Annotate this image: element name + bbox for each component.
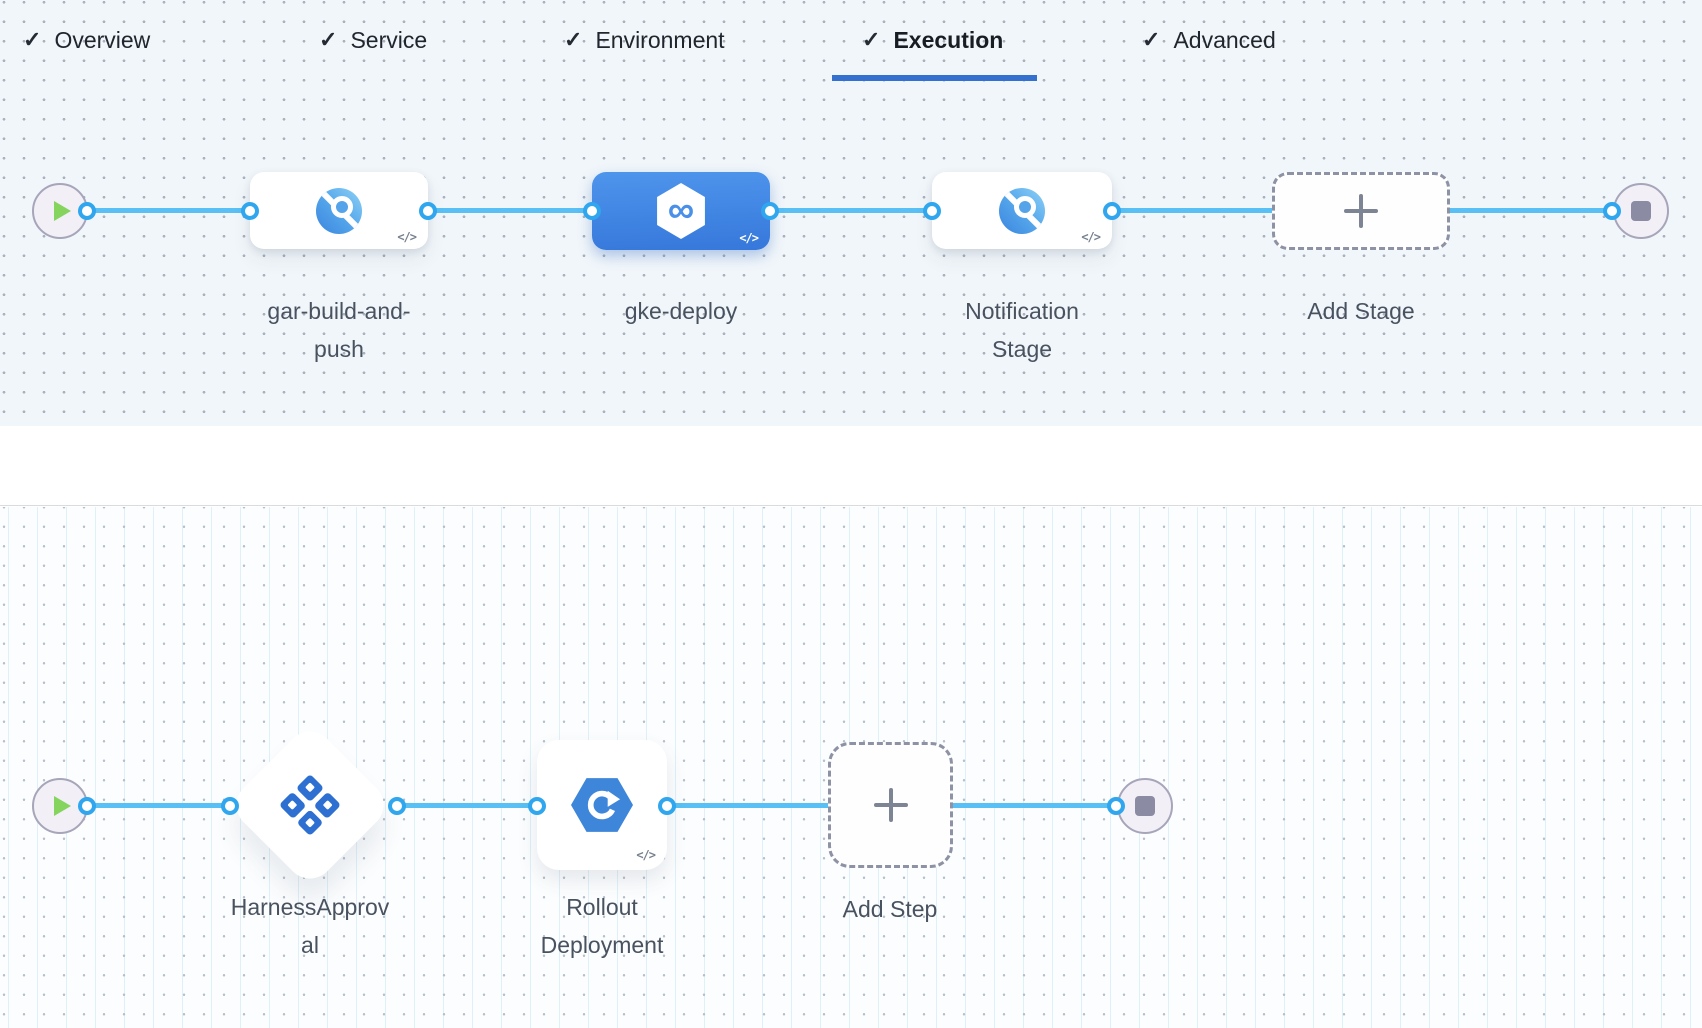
port[interactable] <box>1603 202 1621 220</box>
edge <box>397 803 537 808</box>
port[interactable] <box>761 202 779 220</box>
check-icon: ✓ <box>862 27 881 52</box>
port[interactable] <box>528 797 546 815</box>
port[interactable] <box>658 797 676 815</box>
tab-label: Service <box>350 26 428 53</box>
tab-label: Environment <box>595 26 725 53</box>
stage-label: gar-build-and- push <box>267 298 411 362</box>
stage-label: Notification Stage <box>965 298 1079 362</box>
port[interactable] <box>78 202 96 220</box>
rollout-arrow-icon <box>587 790 621 820</box>
tab-label: Overview <box>54 26 151 53</box>
stage-card-notification-stage[interactable]: </> <box>932 172 1112 249</box>
step-label: Rollout Deployment <box>540 894 664 958</box>
edge <box>87 208 250 213</box>
rollout-deployment-icon <box>571 778 633 832</box>
cd-hexagon-icon: ∞ <box>657 183 705 239</box>
yaml-code-icon[interactable]: </> <box>397 230 417 244</box>
port[interactable] <box>388 797 406 815</box>
plus-icon <box>873 788 908 822</box>
tab-environment[interactable]: ✓ Environment <box>564 0 725 80</box>
stage-label: gke-deploy <box>624 298 738 324</box>
check-icon: ✓ <box>564 27 583 52</box>
tab-execution[interactable]: ✓ Execution <box>831 0 1038 81</box>
edge <box>87 803 230 808</box>
stage-card-gar-build-and-push[interactable]: </> <box>250 172 428 249</box>
port[interactable] <box>1103 202 1121 220</box>
port[interactable] <box>419 202 437 220</box>
port[interactable] <box>221 797 239 815</box>
yaml-code-icon[interactable]: </> <box>636 848 656 862</box>
play-icon <box>54 796 71 816</box>
edge <box>770 208 932 213</box>
edge <box>428 208 592 213</box>
step-rollout-deployment[interactable]: </> <box>537 740 667 870</box>
pipeline-end-node <box>1613 183 1669 239</box>
add-stage-label: Add Stage <box>1307 298 1415 324</box>
plus-icon <box>1344 194 1378 228</box>
port[interactable] <box>1107 797 1125 815</box>
port[interactable] <box>583 202 601 220</box>
port[interactable] <box>923 202 941 220</box>
yaml-code-icon[interactable]: </> <box>1081 230 1101 244</box>
port[interactable] <box>78 797 96 815</box>
step-label: HarnessApprov al <box>230 894 390 958</box>
build-stage-icon <box>316 187 362 234</box>
play-icon <box>54 201 71 221</box>
port[interactable] <box>241 202 259 220</box>
execution-end-node <box>1117 778 1173 834</box>
stop-icon <box>1135 796 1155 816</box>
stage-card-gke-deploy[interactable]: ∞ </> <box>592 172 770 250</box>
yaml-code-icon[interactable]: </> <box>739 231 759 245</box>
tab-label: Execution <box>893 26 1004 53</box>
add-step-button[interactable] <box>828 742 953 868</box>
stop-icon <box>1631 201 1651 221</box>
check-icon: ✓ <box>319 27 338 52</box>
tab-advanced[interactable]: ✓ Advanced <box>1142 0 1276 80</box>
build-stage-icon <box>999 187 1045 234</box>
tab-overview[interactable]: ✓ Overview <box>23 0 150 80</box>
add-stage-button[interactable] <box>1272 172 1450 250</box>
stage-tab-bar <box>0 426 1702 506</box>
tab-label: Advanced <box>1173 26 1276 53</box>
check-icon: ✓ <box>23 27 42 52</box>
check-icon: ✓ <box>1142 27 1161 52</box>
tab-service[interactable]: ✓ Service <box>319 0 427 80</box>
add-step-label: Add Step <box>842 896 938 922</box>
